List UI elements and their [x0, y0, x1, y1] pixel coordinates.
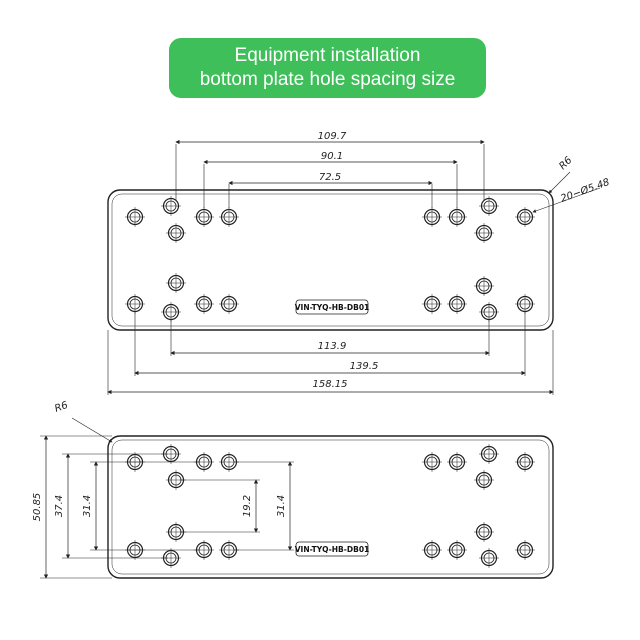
- title-line-2: bottom plate hole spacing size: [199, 69, 456, 90]
- top-radius-label: R6: [557, 155, 574, 172]
- dim-72-5: 72.5: [319, 172, 341, 183]
- top-part-label-box: [295, 299, 369, 315]
- bottom-radius-label: R6: [53, 400, 69, 415]
- dim-158-15: 158.15: [313, 379, 348, 390]
- dim-31-4-right: 31.4: [276, 495, 287, 517]
- dim-90-1: 90.1: [321, 151, 343, 162]
- dim-37-4: 37.4: [54, 495, 65, 517]
- hole-spec-label: 20−Ø5.48: [559, 176, 611, 205]
- bottom-part-label: VIN-TYQ-HB-DB01: [295, 545, 370, 554]
- bottom-plate-view: VIN-TYQ-HB-DB01 R6 50.85 37.4 31.4 19.2 …: [32, 400, 554, 579]
- dim-139-5: 139.5: [350, 361, 379, 372]
- dim-50-85: 50.85: [32, 493, 43, 522]
- top-plate-view: VIN-TYQ-HB-DB01 109.7 90.1 72.5 113.9 13…: [107, 131, 611, 395]
- top-plate-outline: [107, 189, 554, 331]
- title-banner: Equipment installation bottom plate hole…: [169, 38, 486, 98]
- top-part-label: VIN-TYQ-HB-DB01: [295, 303, 370, 312]
- dim-19-2: 19.2: [242, 495, 253, 517]
- bottom-plate-inner-outline: [111, 439, 550, 575]
- title-line-1: Equipment installation: [234, 45, 421, 66]
- top-plate-inner-outline: [111, 193, 550, 327]
- dim-109-7: 109.7: [318, 131, 347, 142]
- dim-31-4-left: 31.4: [82, 495, 93, 517]
- bottom-part-label-box: [295, 541, 369, 557]
- bottom-plate-outline: [107, 435, 554, 579]
- dim-113-9: 113.9: [318, 341, 347, 352]
